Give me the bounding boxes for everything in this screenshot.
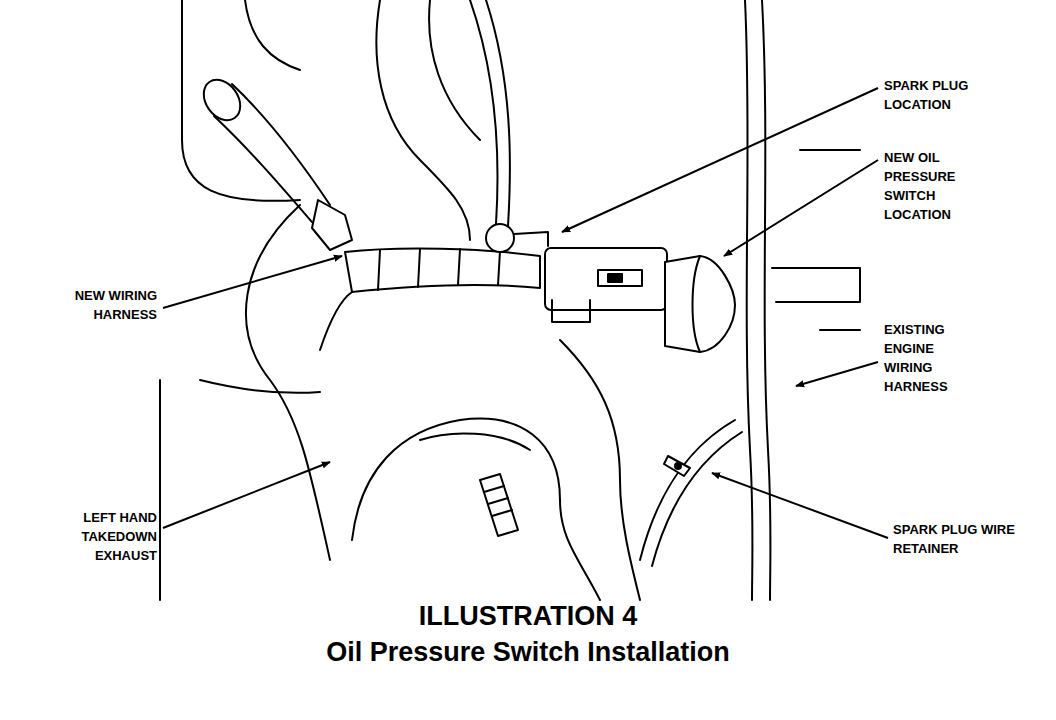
part-label: NEW WIRING HARNESS [57,286,157,324]
part-label: NEW OIL PRESSURE SWITCH LOCATION [884,148,962,224]
part-label: LEFT HAND TAKEDOWN EXHAUST [57,508,157,565]
leader-line [163,256,342,308]
leader-line [562,88,878,232]
illustration-title: ILLUSTRATION 4 [0,600,1056,633]
part-label: SPARK PLUG WIRE RETAINER [893,520,1015,558]
part-label: SPARK PLUG LOCATION [884,76,984,114]
leader-line [712,473,888,538]
part-label: EXISTING ENGINE WIRING HARNESS [884,320,962,396]
leader-line [724,160,878,256]
leader-line [163,462,330,528]
leader-line [796,362,878,386]
illustration-caption: Oil Pressure Switch Installation [0,636,1056,669]
